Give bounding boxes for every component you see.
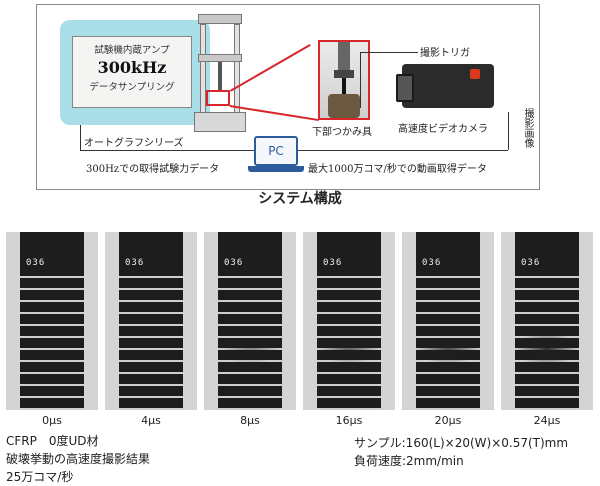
- frame-time-label: 4μs: [105, 414, 197, 427]
- specimen-mark: 036: [125, 258, 144, 268]
- frame-4us: 036: [105, 232, 197, 410]
- frame-rate-note: 25万コマ/秒: [6, 468, 73, 485]
- video-data-label: 最大1000万コマ/秒での動画取得データ: [308, 160, 487, 175]
- amplifier-subtitle: データサンプリング: [73, 79, 191, 93]
- fracture-region: [218, 338, 282, 364]
- specimen-mark: 036: [224, 258, 243, 268]
- frame-0us: 036: [6, 232, 98, 410]
- grip-highlight-marker: [206, 90, 230, 106]
- amplifier-rate: 300kHz: [73, 58, 191, 77]
- frame-tab-left: [6, 232, 20, 410]
- frame-8us: 036: [204, 232, 296, 410]
- sample-size-note: サンプル:160(L)×20(W)×0.57(T)mm: [354, 434, 568, 451]
- camera-indicator-icon: [470, 69, 480, 79]
- camera-down-line: [508, 112, 509, 150]
- trigger-down-line: [360, 52, 361, 108]
- frame-20us: 036: [402, 232, 494, 410]
- pc-base-icon: [248, 166, 304, 172]
- amp-to-pc-line: [80, 150, 254, 151]
- amplifier-box: 試験機内蔵アンプ 300kHz データサンプリング: [72, 36, 192, 108]
- testing-machine-icon: [190, 14, 250, 132]
- frame-16us: 036: [303, 232, 395, 410]
- high-speed-camera-icon: [402, 64, 494, 108]
- pc-to-camera-line: [298, 150, 508, 151]
- specimen-mark: 036: [323, 258, 342, 268]
- system-caption: システム構成: [0, 188, 600, 208]
- amp-down-line: [80, 125, 81, 150]
- result-note: 破壊挙動の高速度撮影結果: [6, 450, 150, 467]
- frame-time-label: 16μs: [303, 414, 395, 427]
- camera-label: 高速度ビデオカメラ: [398, 120, 488, 135]
- fracture-region: [317, 338, 381, 364]
- trigger-line: [360, 52, 418, 53]
- material-note: CFRP 0度UD材: [6, 432, 99, 449]
- specimen-mark: 036: [422, 258, 441, 268]
- camera-lens-icon: [396, 74, 414, 102]
- fracture-region: [416, 338, 480, 364]
- frame-time-label: 24μs: [501, 414, 593, 427]
- frame-time-label: 8μs: [204, 414, 296, 427]
- fracture-region: [515, 332, 579, 366]
- pc-icon: PC: [254, 136, 298, 166]
- frame-time-label: 20μs: [402, 414, 494, 427]
- specimen-mark: 036: [521, 258, 540, 268]
- captured-image-label: 撮影画像: [520, 108, 535, 148]
- force-data-label: 300Hzでの取得試験力データ: [86, 160, 219, 175]
- lower-grip-label: 下部つかみ具: [312, 123, 372, 138]
- series-label: オートグラフシリーズ: [84, 134, 184, 149]
- specimen-mark: 036: [26, 258, 45, 268]
- frame-24us: 036: [501, 232, 593, 410]
- frame-tab-right: [84, 232, 98, 410]
- load-speed-note: 負荷速度:2mm/min: [354, 452, 464, 469]
- trigger-label: 撮影トリガ: [420, 44, 470, 59]
- amplifier-title: 試験機内蔵アンプ: [73, 42, 191, 56]
- frame-time-label: 0μs: [6, 414, 98, 427]
